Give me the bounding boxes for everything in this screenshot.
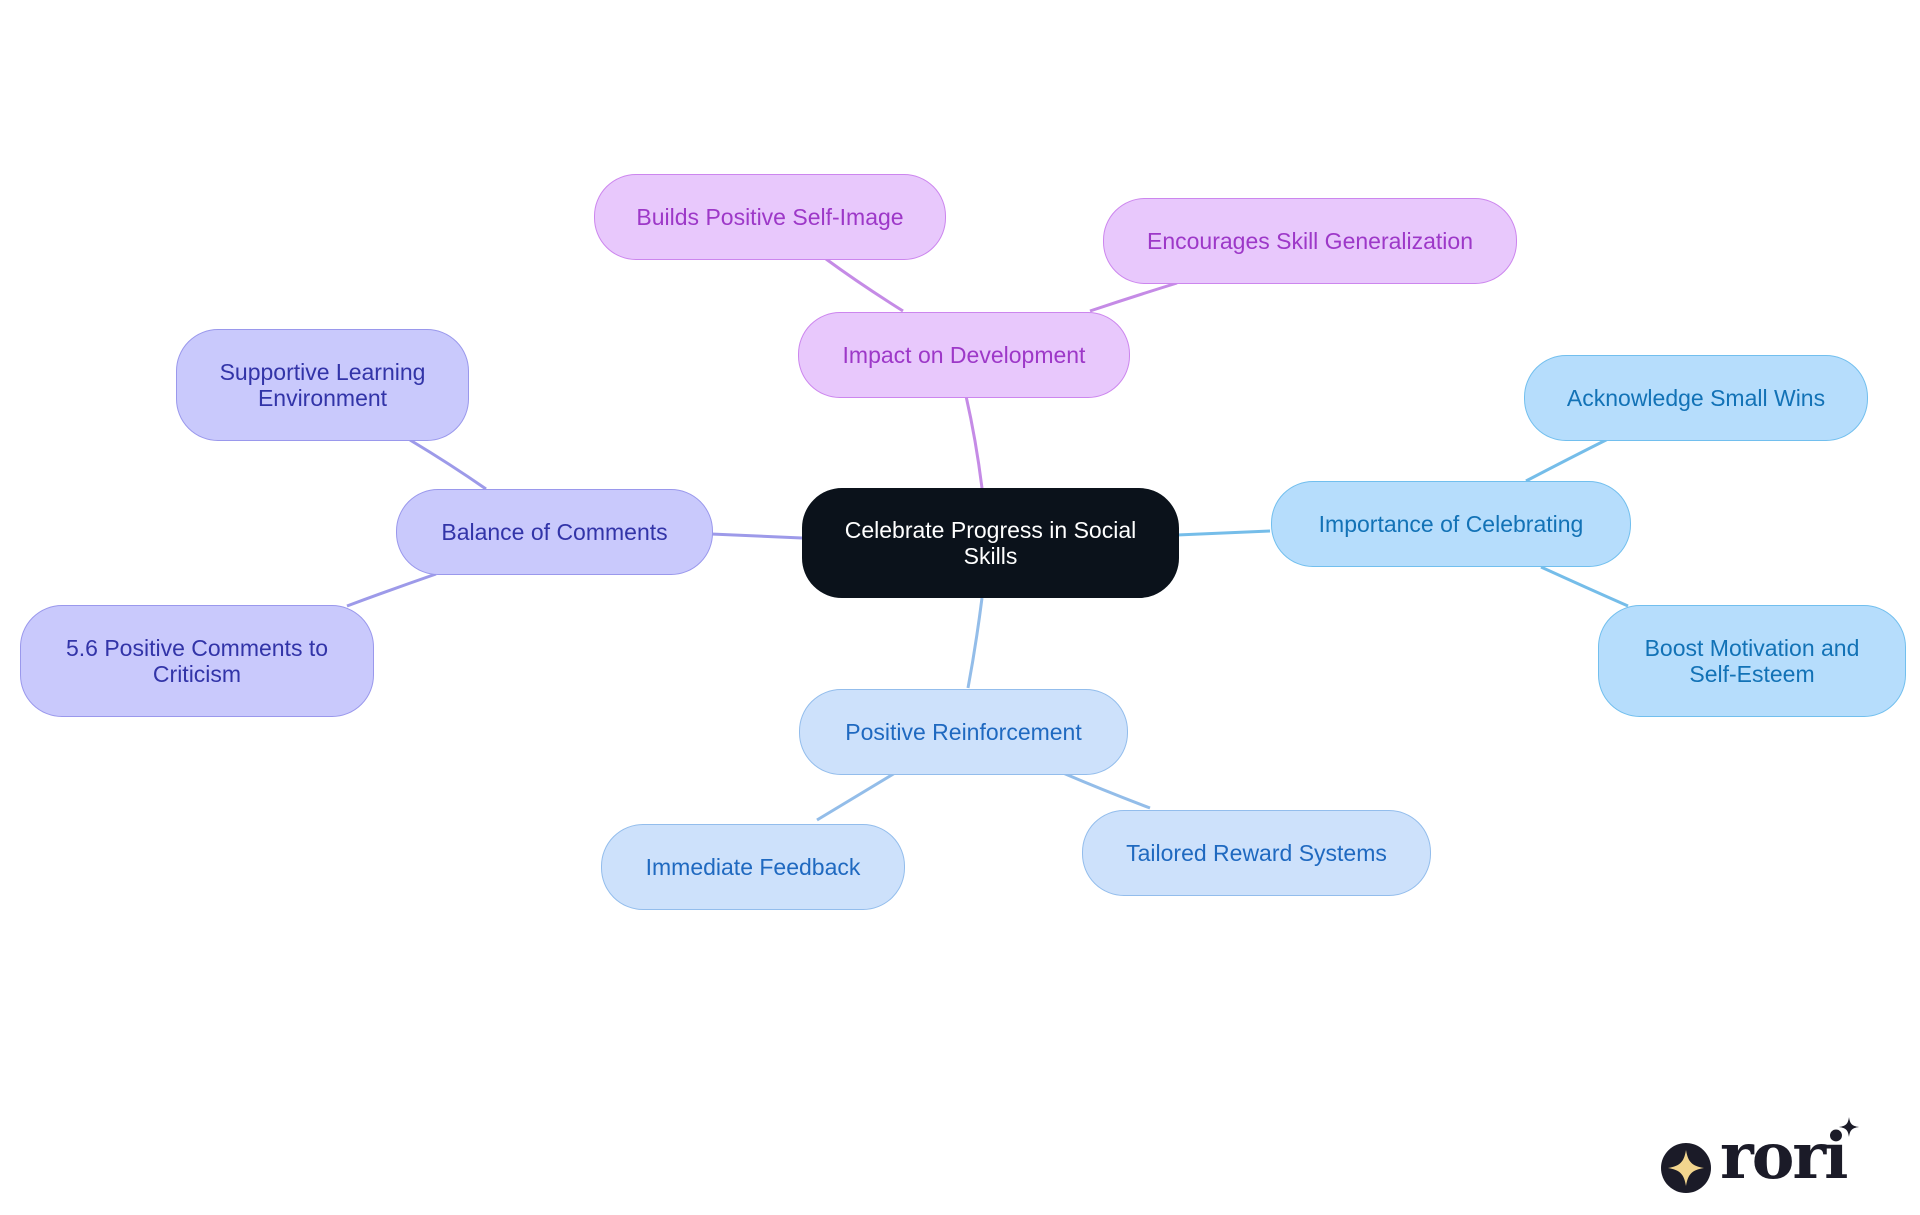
center-node-label: Celebrate Progress in Social Skills — [844, 517, 1137, 569]
connector-balance-supportive — [409, 438, 487, 491]
connector-importance-motivation — [1540, 565, 1629, 608]
connector-impact-self-image — [825, 257, 904, 313]
leaf-label-motivation: Boost Motivation and Self-Esteem — [1644, 635, 1860, 687]
watermark-wordmark: rori — [1720, 1119, 1848, 1194]
watermark-logo: rori — [1656, 1117, 1862, 1194]
leaf-label-small-wins: Acknowledge Small Wins — [1566, 385, 1826, 411]
center-node[interactable]: Celebrate Progress in Social Skills — [802, 488, 1179, 598]
leaf-label-feedback: Immediate Feedback — [645, 854, 861, 880]
leaf-label-ratio: 5.6 Positive Comments to Criticism — [65, 635, 329, 687]
connector-center-importance — [1176, 529, 1271, 537]
leaf-label-generalization: Encourages Skill Generalization — [1146, 228, 1473, 254]
branch-node-impact[interactable]: Impact on Development — [798, 312, 1130, 398]
leaf-node-feedback[interactable]: Immediate Feedback — [601, 824, 905, 910]
leaf-node-supportive[interactable]: Supportive Learning Environment — [176, 329, 469, 441]
leaf-node-ratio[interactable]: 5.6 Positive Comments to Criticism — [20, 605, 374, 717]
leaf-node-generalization[interactable]: Encourages Skill Generalization — [1103, 198, 1517, 284]
leaf-node-rewards[interactable]: Tailored Reward Systems — [1082, 810, 1431, 896]
connector-center-impact — [964, 395, 984, 489]
sparkle-icon — [1661, 1143, 1711, 1193]
connector-reinforcement-rewards — [1062, 771, 1151, 810]
connector-center-reinforcement — [966, 597, 984, 689]
leaf-label-supportive: Supportive Learning Environment — [219, 359, 426, 411]
connector-importance-small-wins — [1525, 436, 1611, 483]
leaf-label-rewards: Tailored Reward Systems — [1126, 840, 1387, 866]
leaf-node-motivation[interactable]: Boost Motivation and Self-Esteem — [1598, 605, 1906, 717]
leaf-label-self-image: Builds Positive Self-Image — [636, 204, 904, 230]
leaf-node-self-image[interactable]: Builds Positive Self-Image — [594, 174, 946, 260]
connector-center-balance — [710, 532, 803, 540]
branch-label-impact: Impact on Development — [842, 342, 1086, 368]
branch-node-balance[interactable]: Balance of Comments — [396, 489, 713, 575]
connector-balance-ratio — [346, 572, 437, 608]
small-sparkle-icon — [1839, 1117, 1859, 1137]
connector-impact-generalization — [1089, 281, 1178, 313]
branch-label-balance: Balance of Comments — [441, 519, 668, 545]
connector-reinforcement-feedback — [816, 771, 896, 822]
branch-node-importance[interactable]: Importance of Celebrating — [1271, 481, 1631, 567]
leaf-node-small-wins[interactable]: Acknowledge Small Wins — [1524, 355, 1868, 441]
branch-node-reinforcement[interactable]: Positive Reinforcement — [799, 689, 1128, 775]
branch-label-importance: Importance of Celebrating — [1318, 511, 1584, 537]
branch-label-reinforcement: Positive Reinforcement — [845, 719, 1082, 745]
